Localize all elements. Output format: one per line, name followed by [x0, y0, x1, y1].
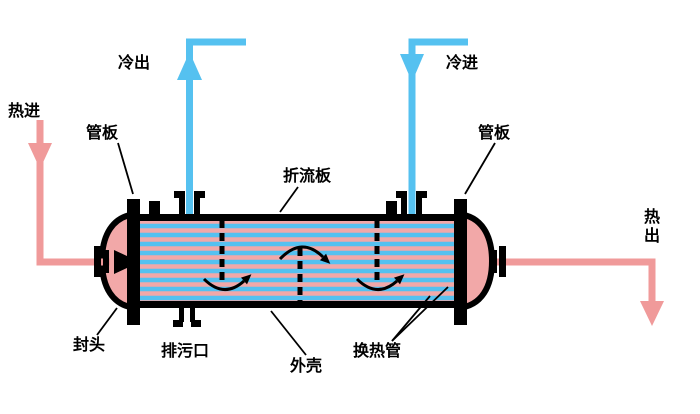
tube-plate-right [454, 199, 467, 325]
hot-in-arrow-icon [28, 143, 52, 169]
shell-walls [127, 214, 467, 308]
fittings [94, 191, 506, 327]
pointer-lines [96, 142, 496, 356]
label-hot-out: 热出 [643, 207, 660, 245]
label-heat-tubes: 换热管 [353, 341, 402, 360]
drain-nozzle [190, 306, 195, 322]
pointer-shell [270, 310, 307, 356]
tube-bundle [140, 223, 454, 301]
cold-in-arrow-icon [400, 54, 424, 82]
cold-out-nozzle-flange [194, 191, 205, 198]
cold-in-nozzle [416, 197, 422, 216]
pointer-heat-tubes-1 [391, 295, 431, 342]
cold-in-nozzle-flange [396, 191, 407, 198]
flow-arrowhead-icon [319, 253, 331, 264]
cold-out-arrow-icon [177, 52, 202, 80]
label-tube-plate-left: 管板 [86, 123, 119, 142]
label-cold-in: 冷进 [446, 53, 479, 72]
drain-nozzle-flange [173, 320, 183, 327]
hot-in-flange [103, 250, 109, 273]
flow-arrowhead-icon [393, 274, 405, 285]
label-head: 封头 [73, 335, 106, 354]
baffles [219, 220, 380, 302]
shell-top-stub [386, 201, 397, 215]
drain-nozzle-flange [191, 320, 201, 327]
pointer-tube-plate-right [464, 142, 496, 195]
hot-out-flange [499, 246, 506, 277]
hot-in-flange [94, 246, 101, 277]
cold-out-nozzle-flange [174, 191, 185, 198]
inlet-flow-arrow-icon [114, 250, 140, 274]
label-baffle: 折流板 [283, 166, 332, 185]
flow-arc-icon [355, 277, 399, 291]
label-shell: 外壳 [290, 356, 323, 375]
pointer-head [96, 307, 118, 336]
cold-in-nozzle [401, 197, 407, 216]
shell-top-stub [149, 201, 160, 215]
internal-flow-arrows [202, 245, 399, 291]
flow-arc-icon [278, 245, 325, 261]
pointer-heat-tubes-2 [391, 286, 449, 342]
flow-arrowhead-icon [240, 274, 252, 285]
flow-arc-icon [202, 277, 246, 291]
label-drain: 排污口 [161, 341, 210, 360]
pointer-tube-plate-left [117, 142, 134, 195]
cold-out-nozzle [194, 197, 200, 216]
drain-nozzle [179, 306, 184, 322]
label-cold-out: 冷出 [118, 53, 151, 72]
pointer-baffle [279, 186, 299, 213]
hot-out-flange [491, 250, 497, 273]
cold-out-nozzle [179, 197, 185, 216]
cold-in-nozzle-flange [416, 191, 427, 198]
label-tube-plate-right: 管板 [478, 123, 511, 142]
cold-piping [186, 38, 468, 217]
label-hot-in: 热进 [8, 101, 41, 120]
hot-out-arrow-icon [640, 301, 664, 326]
